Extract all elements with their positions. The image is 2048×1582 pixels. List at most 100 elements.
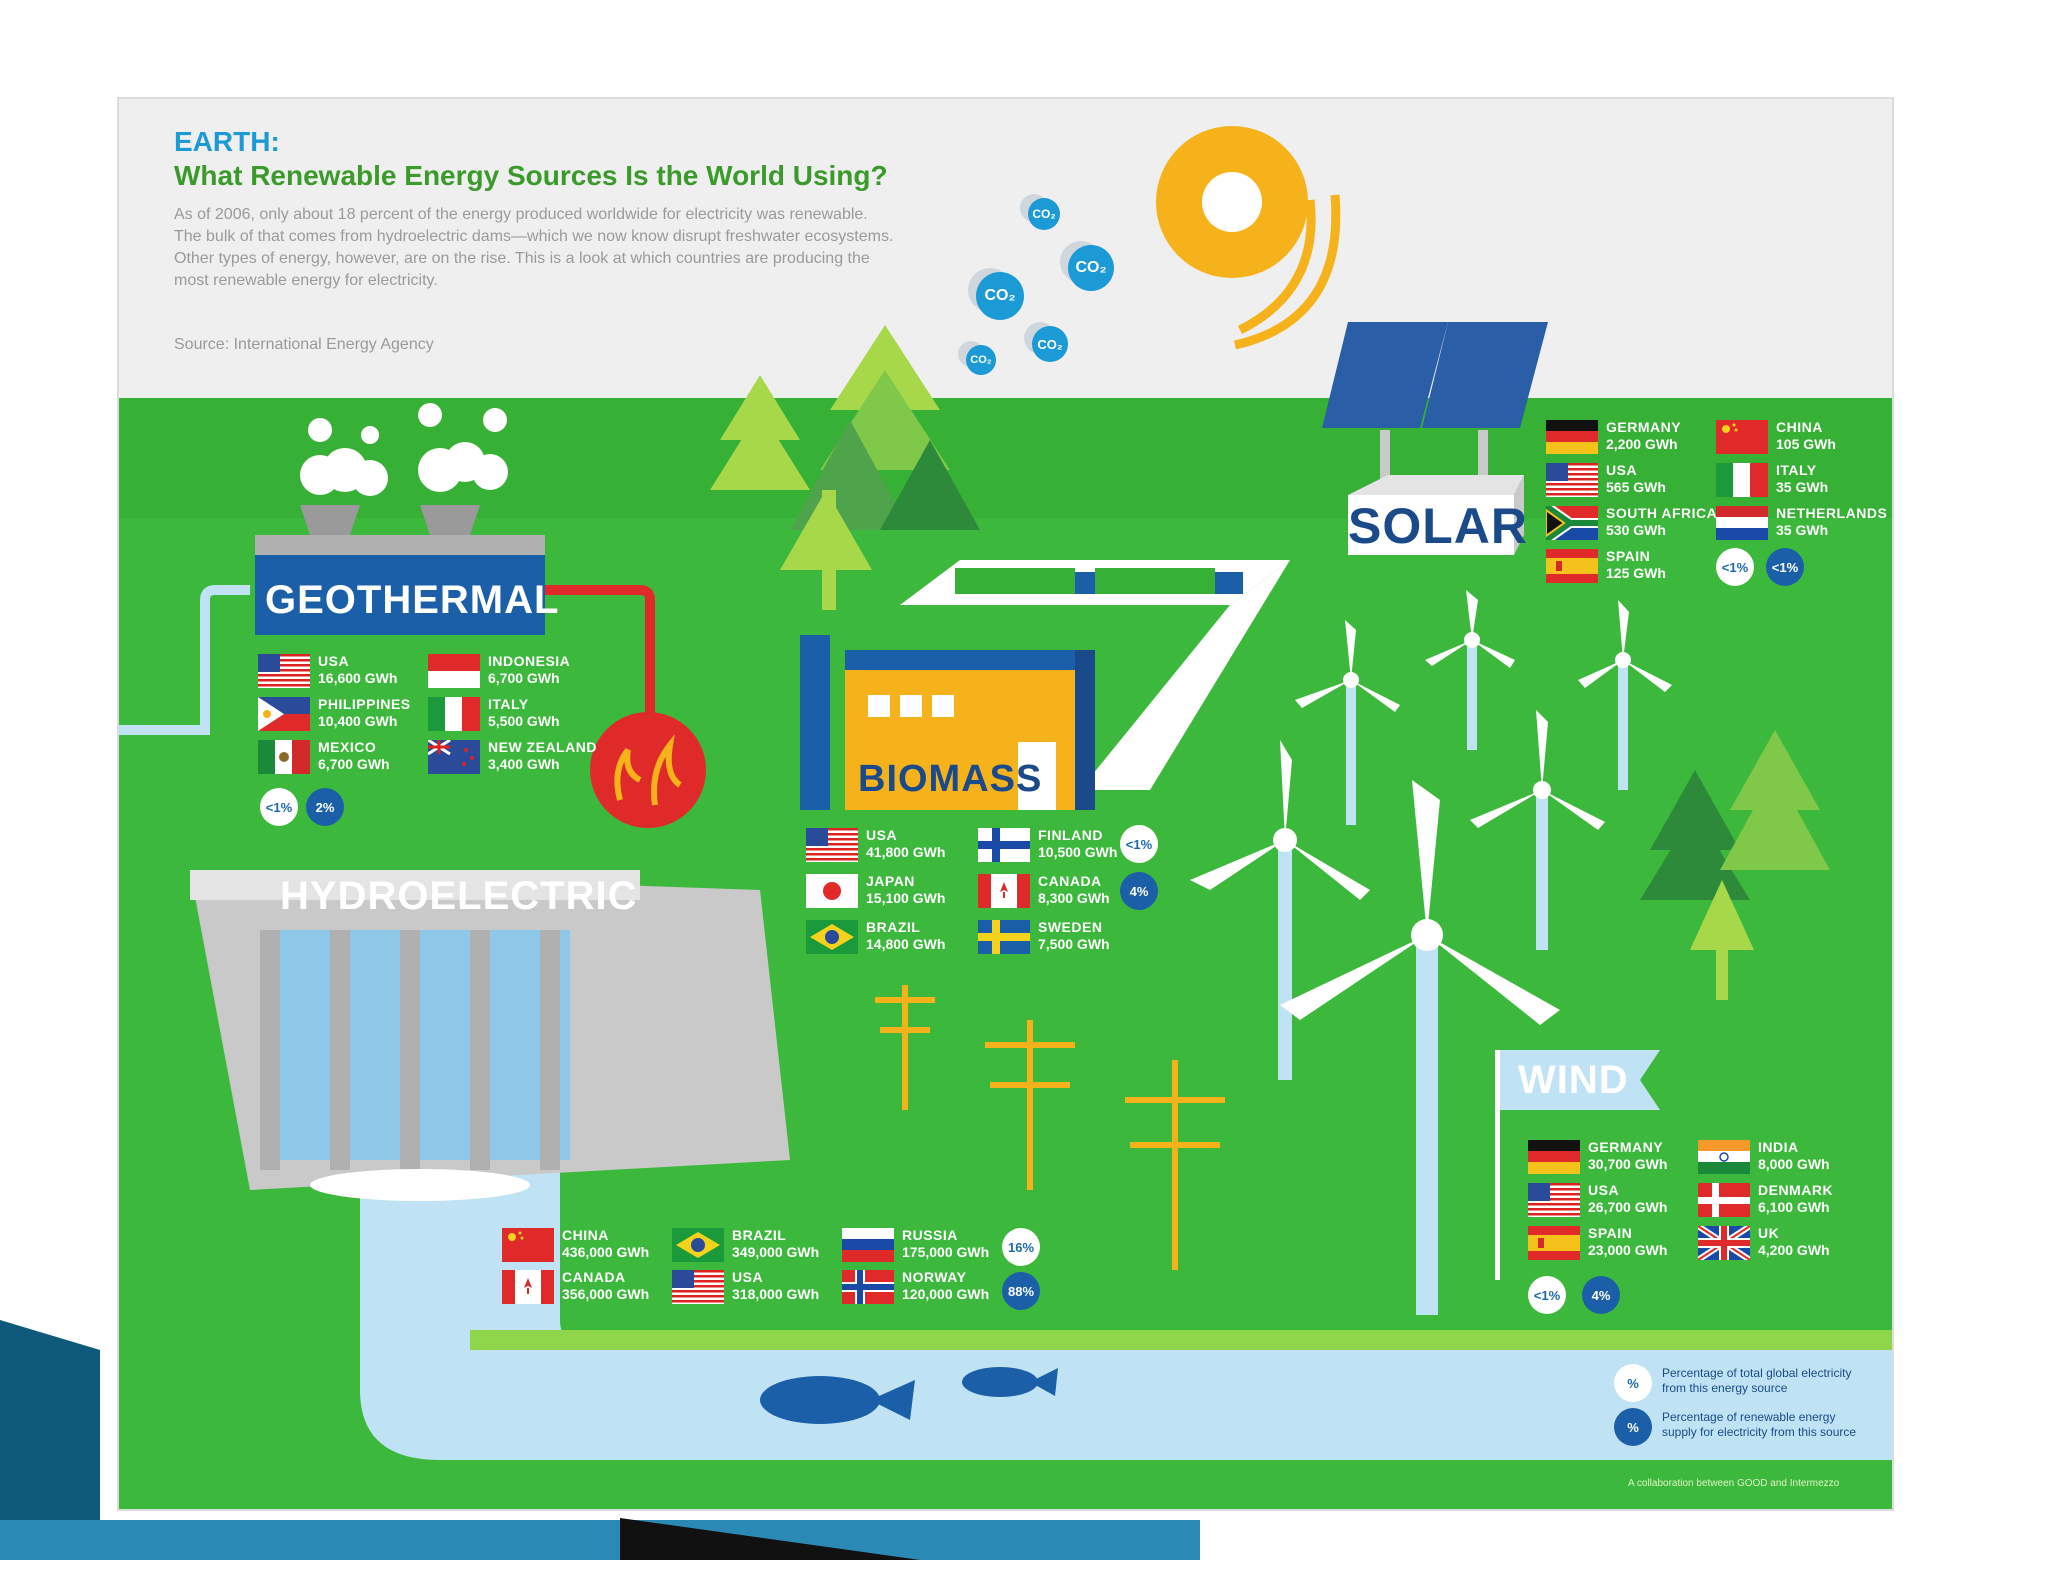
country-value: 5,500 GWh	[488, 713, 560, 729]
country-name: ITALY	[488, 696, 529, 712]
country-value: 318,000 GWh	[732, 1286, 820, 1302]
country-name: DENMARK	[1758, 1182, 1834, 1198]
country-value: 530 GWh	[1606, 522, 1666, 538]
country-value: 30,700 GWh	[1588, 1156, 1668, 1172]
country-value: 10,400 GWh	[318, 713, 398, 729]
china-flag-icon	[502, 1228, 554, 1262]
mexico-flag-icon	[258, 740, 310, 774]
solar-label: SOLAR	[1348, 498, 1528, 554]
indonesia-flag-icon	[428, 654, 480, 688]
sweden-flag-icon	[978, 920, 1030, 954]
brazil-flag-icon	[672, 1228, 724, 1262]
wind-turbines	[1190, 590, 1672, 1315]
country-name: PHILIPPINES	[318, 696, 411, 712]
solar-panels	[1322, 322, 1548, 490]
china-flag-icon	[1716, 420, 1768, 454]
country-name: SWEDEN	[1038, 919, 1103, 935]
co2-bubble: CO₂	[976, 272, 1024, 320]
country-value: 6,100 GWh	[1758, 1199, 1830, 1215]
norway-flag-icon	[842, 1270, 894, 1304]
country-name: SPAIN	[1606, 548, 1651, 564]
legend-renewable-badge: %	[1614, 1408, 1652, 1446]
country-name: CANADA	[562, 1269, 626, 1285]
wind-renewable-pct: 4%	[1582, 1276, 1620, 1314]
credit: A collaboration between GOOD and Interme…	[1628, 1478, 1840, 1489]
forest	[710, 325, 1830, 1000]
russia-flag-icon	[842, 1228, 894, 1262]
country-value: 16,600 GWh	[318, 670, 398, 686]
spain-flag-icon	[1546, 549, 1598, 583]
country-value: 8,300 GWh	[1038, 890, 1110, 906]
country-value: 120,000 GWh	[902, 1286, 990, 1302]
slide-corner-decoration	[0, 1320, 100, 1560]
country-value: 349,000 GWh	[732, 1244, 820, 1260]
wind-flag	[1500, 1050, 1660, 1110]
country-name: INDONESIA	[488, 653, 571, 669]
canada-flag-icon	[978, 874, 1030, 908]
source-note: Source: International Energy Agency	[174, 336, 434, 353]
country-value: 14,800 GWh	[866, 936, 946, 952]
country-name: SPAIN	[1588, 1225, 1633, 1241]
fish	[760, 1367, 1058, 1424]
fire-ball	[590, 712, 706, 828]
country-value: 7,500 GWh	[1038, 936, 1110, 952]
country-name: GERMANY	[1606, 419, 1682, 435]
country-name: MEXICO	[318, 739, 377, 755]
co2-bubble: CO₂	[966, 345, 996, 375]
netherlands-flag-icon	[1716, 506, 1768, 540]
india-flag-icon	[1698, 1140, 1750, 1174]
philippines-flag-icon	[258, 697, 310, 731]
country-name: JAPAN	[866, 873, 915, 889]
country-name: RUSSIA	[902, 1227, 958, 1243]
canada-flag-icon	[502, 1270, 554, 1304]
germany-flag-icon	[1528, 1140, 1580, 1174]
co2-bubble: CO₂	[1068, 245, 1114, 291]
slide-bottom-band	[0, 1520, 1200, 1560]
country-value: 175,000 GWh	[902, 1244, 990, 1260]
power-poles	[875, 985, 1225, 1270]
page-title: What Renewable Energy Sources Is the Wor…	[174, 160, 888, 191]
country-name: NORWAY	[902, 1269, 967, 1285]
solar-global-pct: <1%	[1716, 548, 1754, 586]
kicker: EARTH:	[174, 126, 280, 157]
hydroelectric-renewable-pct: 88%	[1002, 1272, 1040, 1310]
hydroelectric-global-pct: 16%	[1002, 1228, 1040, 1266]
country-name: USA	[732, 1269, 764, 1285]
geothermal-label: GEOTHERMAL	[265, 578, 560, 622]
co2-bubble: CO₂	[1032, 326, 1068, 362]
country-name: FINLAND	[1038, 827, 1103, 843]
germany-flag-icon	[1546, 420, 1598, 454]
southafrica-flag-icon	[1543, 501, 1598, 545]
country-value: 10,500 GWh	[1038, 844, 1118, 860]
country-value: 4,200 GWh	[1758, 1242, 1830, 1258]
country-value: 565 GWh	[1606, 479, 1666, 495]
country-name: ITALY	[1776, 462, 1817, 478]
country-name: UK	[1758, 1225, 1780, 1241]
country-name: CHINA	[1776, 419, 1823, 435]
country-name: CHINA	[562, 1227, 609, 1243]
country-name: USA	[318, 653, 350, 669]
country-value: 35 GWh	[1776, 522, 1829, 538]
country-name: BRAZIL	[732, 1227, 787, 1243]
finland-flag-icon	[978, 828, 1030, 862]
